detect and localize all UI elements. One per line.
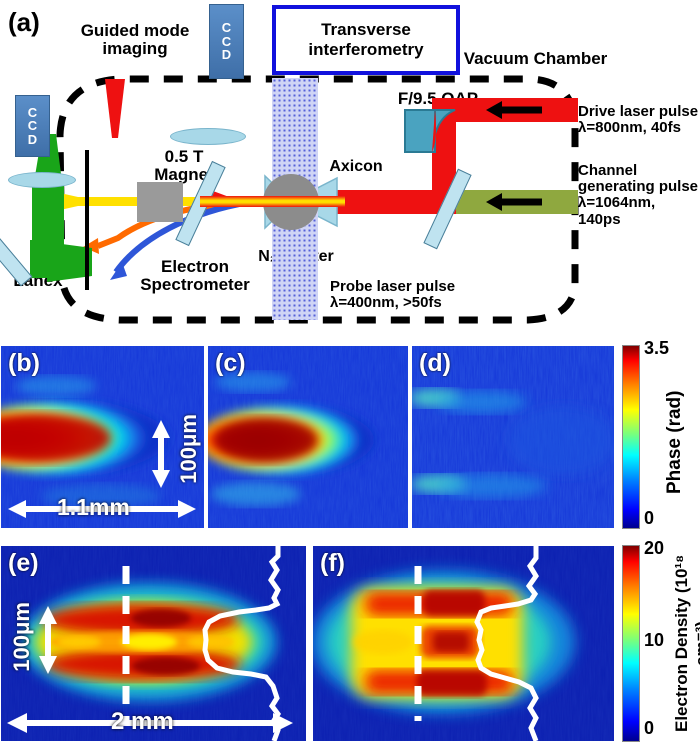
scale-arrow-vertical-e [39, 606, 57, 674]
spectrometer-screen [85, 150, 89, 290]
ccd-left-letter-c1: C [27, 104, 38, 120]
schematic-panel-a: (a) Transverse interferometry Guided mod… [0, 0, 700, 338]
scale-label-vertical-b: 100μm [176, 414, 201, 484]
magnet-label: 0.5 T Magnet [154, 147, 214, 185]
phase-panel-b[interactable]: (b) 1.1mm [0, 345, 205, 529]
oap-label: F/9.5 OAP [397, 89, 479, 108]
phase-colorbar-max-tick: 3.5 [644, 338, 670, 358]
density-panel-e[interactable]: (e) 2 mm 100μm [0, 545, 307, 742]
lens-top [170, 128, 246, 145]
density-colorbar [622, 545, 640, 742]
phase-panel-d[interactable]: (d) [411, 345, 615, 529]
axicon-label: Axicon [329, 158, 383, 175]
lanex-beam-vertical [32, 182, 64, 262]
drive-laser-pulse-label: Drive laser pulse λ=800nm, 40fs [578, 103, 699, 137]
scale-label-horizontal-e: 2 mm [111, 708, 174, 735]
ccd-left-letter-c2: C [27, 118, 38, 134]
ccd-letter-d: D [221, 47, 232, 63]
ccd-letter-c1: C [221, 20, 232, 36]
scale-label-vertical-e: 100μm [9, 602, 34, 672]
transverse-interferometry-box: Transverse interferometry [272, 5, 460, 75]
scale-arrow-horizontal-e [7, 713, 293, 733]
density-map-e [1, 546, 306, 741]
scale-label-horizontal-b: 1.1mm [57, 494, 130, 520]
mirror-drive-combine [423, 168, 472, 250]
scale-arrow-vertical-b [152, 420, 170, 488]
density-colorbar-title: Electron Density (10¹⁸ cm⁻³) [672, 554, 700, 733]
oap-mirror [404, 109, 456, 153]
ccd-letter-c2: C [221, 33, 232, 49]
panel-b-label: (b) [8, 349, 40, 377]
lens-left [8, 172, 76, 188]
panel-f-label: (f) [320, 549, 345, 577]
panel-c-label: (c) [215, 349, 246, 377]
channel-generating-pulse-label: Channel generating pulse λ=1064nm, 140ps [578, 162, 699, 228]
panel-a-label: (a) [8, 7, 40, 37]
lineout-position-line-f [414, 566, 422, 721]
phase-map-b [1, 346, 204, 528]
focus-line [200, 196, 345, 207]
density-panel-f[interactable]: (f) [312, 545, 615, 742]
panel-e-label: (e) [8, 549, 39, 577]
density-colorbar-tick-20: 20 [644, 538, 665, 558]
guided-mode-imaging-label: Guided mode imaging [80, 21, 190, 59]
phase-panel-c[interactable]: (c) [207, 345, 409, 529]
phase-map-c [208, 346, 408, 528]
panel-d-label: (d) [419, 349, 451, 377]
scale-arrow-horizontal-b [8, 500, 196, 518]
phase-map-d [412, 346, 614, 528]
magnet-block [137, 182, 183, 222]
density-colorbar-tick-0: 0 [644, 718, 655, 738]
lineout-curve-f [474, 546, 539, 741]
density-colorbar-tick-10: 10 [644, 630, 665, 650]
ccd-top: C C D [209, 4, 244, 79]
probe-laser-pulse-label: Probe laser pulse λ=400nm, >50fs [330, 278, 456, 312]
ccd-left: C C D [15, 95, 50, 157]
lineout-position-line-e [122, 566, 130, 721]
phase-colorbar [622, 345, 640, 529]
lineout-curve-e [202, 546, 282, 741]
transverse-interferometry-label: Transverse interferometry [308, 20, 424, 59]
phase-colorbar-min-tick: 0 [644, 508, 655, 528]
density-map-f [313, 546, 614, 741]
guided-mode-arrowhead [60, 193, 78, 210]
ccd-left-letter-d: D [27, 131, 38, 147]
vacuum-chamber-label: Vacuum Chamber [463, 49, 608, 68]
channel-input-arrow [486, 193, 542, 211]
phase-colorbar-title: Phase (rad) [664, 390, 685, 494]
